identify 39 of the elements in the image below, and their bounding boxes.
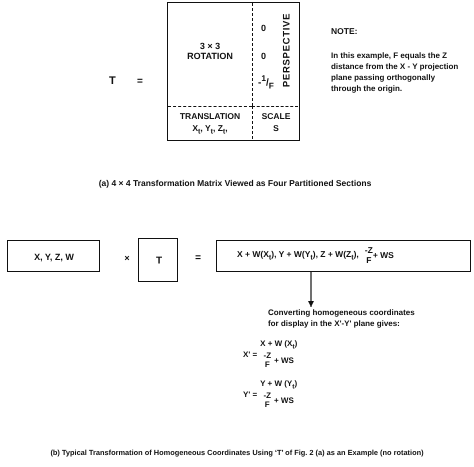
operator-symbol: = (137, 76, 143, 88)
result-box (216, 240, 471, 272)
matrix-entry: S (273, 124, 279, 134)
arrow (308, 272, 314, 307)
operator-symbol: × (124, 252, 130, 264)
math-expression: + WS (372, 251, 394, 261)
matrix-entry: X$_{t}$, Y$_{t}$, Z$_{t}$, (192, 124, 228, 136)
matrix-symbol: T (156, 255, 162, 267)
matrix-box (167, 2, 300, 141)
matrix-partition (252, 106, 298, 139)
math-expression: Y + W (Y$_{t}$) (260, 379, 298, 388)
section-label: SCALE (262, 112, 290, 122)
equation-label: X' = (243, 350, 258, 359)
section-label: TRANSLATION (180, 112, 240, 122)
math-expression: X + W (X$_{t}$) (260, 339, 298, 348)
matrix-entry: -$^{1}$/$_{F}$ (258, 74, 274, 91)
math-expression: + WS (274, 356, 294, 365)
math-expression: F (264, 400, 270, 410)
math-expression: X + W(X$_{t}$), Y + W(Y$_{t}$), Z + W(Z$_{t}$), (237, 250, 359, 262)
caption: (a) 4 × 4 Transformation Matrix Viewed as Four Partitioned Sections (98, 179, 372, 189)
vector-box (7, 240, 100, 272)
math-expression: -Z (264, 351, 272, 360)
math-expression: F (366, 256, 372, 266)
section-label: 3 × 3 ROTATION (186, 41, 234, 62)
matrix-entry: 0 (261, 51, 266, 62)
math-expression: -Z (263, 391, 272, 400)
note-heading: NOTE: (331, 27, 358, 37)
matrix-entry: 0 (261, 23, 266, 34)
matrix-box (138, 238, 178, 282)
equation-label: Y' = (243, 390, 258, 399)
vector-label: X, Y, Z, W (34, 252, 74, 262)
note-text: In this example, F equals the Z distance from the X - Y projection plane passing orthogonally through the origin. (331, 50, 460, 94)
math-expression: + WS (274, 396, 294, 405)
operator-symbol: = (195, 252, 201, 264)
math-expression: F (264, 360, 270, 370)
matrix-symbol: T (109, 75, 116, 88)
math-expression: -Z (364, 246, 373, 256)
annotation-text: Converting homogeneous coordinates for display in the X'-Y' plane gives: (268, 308, 418, 330)
section-label: PERSPECTIVE (282, 12, 294, 88)
